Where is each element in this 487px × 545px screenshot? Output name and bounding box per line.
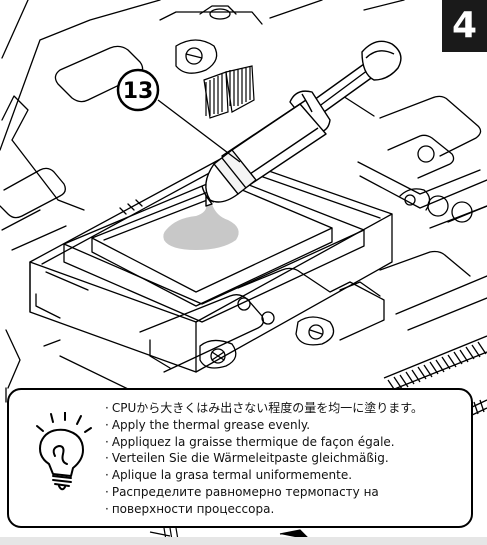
- note-line-de: Verteilen Sie die Wärmeleitpaste gleichm…: [105, 450, 423, 467]
- note-line-ru-1: Распределите равномерно термопасту на: [105, 484, 423, 501]
- step-number-badge: 4: [442, 0, 487, 52]
- note-line-ja: CPUから大きくはみ出さない程度の量を均一に塗ります。: [105, 400, 423, 417]
- bottom-band: [0, 537, 487, 545]
- callout-circle: [116, 68, 160, 112]
- note-line-ru-2: поверхности процессора.: [105, 501, 423, 518]
- note-line-en: Apply the thermal grease evenly.: [105, 417, 423, 434]
- note-line-fr: Appliquez la graisse thermique de façon …: [105, 434, 423, 451]
- lightbulb-icon: [36, 412, 92, 491]
- note-lines: CPUから大きくはみ出さない程度の量を均一に塗ります。 Apply the th…: [105, 400, 423, 518]
- instruction-note: CPUから大きくはみ出さない程度の量を均一に塗ります。 Apply the th…: [7, 388, 473, 528]
- thermal-grease-syringe: [201, 40, 402, 207]
- thermal-grease-blob: [163, 204, 239, 250]
- note-line-es: Aplique la grasa termal uniformemente.: [105, 467, 423, 484]
